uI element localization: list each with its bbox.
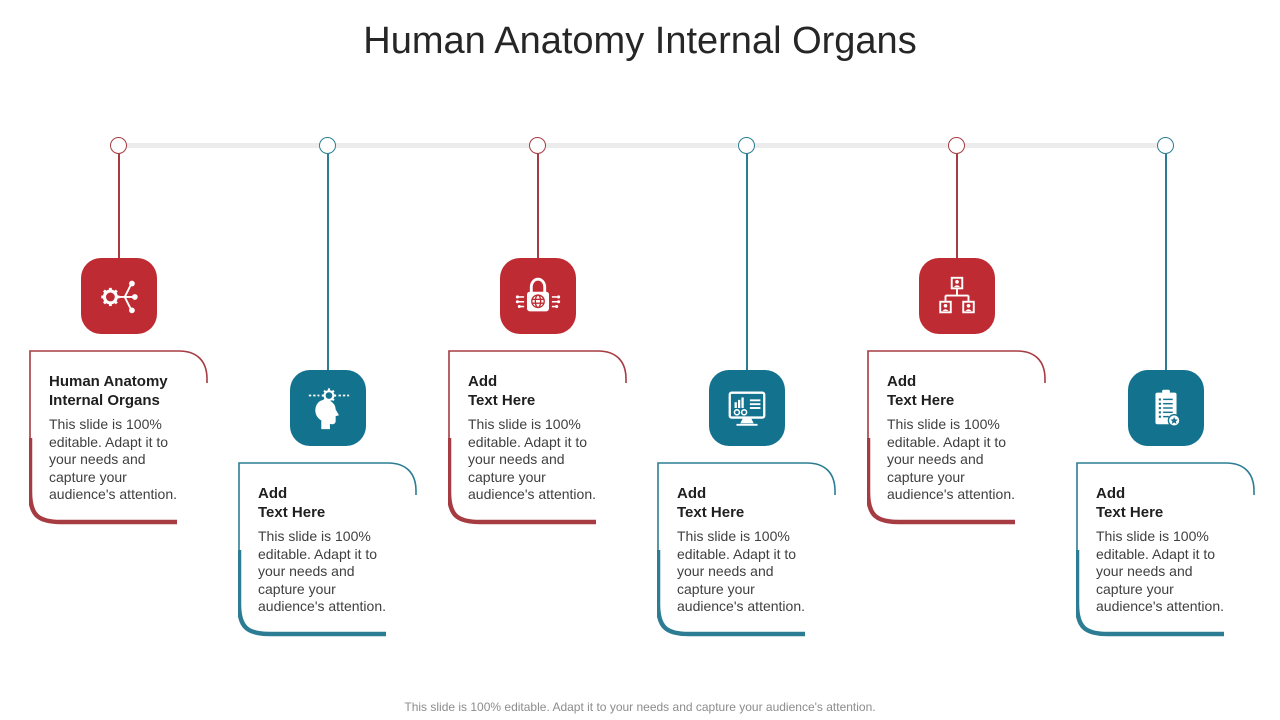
card-border-shape <box>867 350 1046 525</box>
clipboard-star-icon <box>1143 385 1189 431</box>
card-heading-line1: Human Anatomy <box>49 373 168 390</box>
text-card: Add Text Here This slide is 100% editabl… <box>867 350 1047 530</box>
text-card: Add Text Here This slide is 100% editabl… <box>657 462 837 642</box>
text-card: Human Anatomy Internal Organs This slide… <box>29 350 209 530</box>
icon-tile <box>919 258 995 334</box>
card-body: This slide is 100% editable. Adapt it to… <box>258 528 386 614</box>
connector-line <box>746 154 748 370</box>
card-body: This slide is 100% editable. Adapt it to… <box>1096 528 1224 614</box>
card-heading-line1: Add <box>258 485 288 502</box>
slide-title: Human Anatomy Internal Organs <box>363 20 917 62</box>
connector-line <box>118 154 120 258</box>
timeline-item-1: Human Anatomy Internal Organs This slide… <box>29 137 209 647</box>
card-border-shape <box>1076 462 1255 637</box>
org-chart-icon <box>934 273 980 319</box>
timeline-node <box>319 137 336 154</box>
cyber-lock-icon <box>515 273 561 319</box>
timeline-node <box>738 137 755 154</box>
timeline-item-3: Add Text Here This slide is 100% editabl… <box>448 137 628 647</box>
card-heading-line2: Text Here <box>677 504 745 521</box>
footer-note: This slide is 100% editable. Adapt it to… <box>404 700 876 714</box>
timeline-node <box>110 137 127 154</box>
card-heading: Add Text Here <box>258 484 408 522</box>
timeline-rail <box>119 143 1166 148</box>
card-heading-line1: Add <box>468 373 498 390</box>
card-border-shape <box>29 350 208 525</box>
icon-tile <box>81 258 157 334</box>
card-heading: Add Text Here <box>1096 484 1246 522</box>
card-body: This slide is 100% editable. Adapt it to… <box>887 416 1015 502</box>
card-border-shape <box>238 462 417 637</box>
card-heading-line1: Add <box>887 373 917 390</box>
share-network-gear-icon <box>96 273 142 319</box>
card-heading-line1: Add <box>677 485 707 502</box>
connector-line <box>1165 154 1167 370</box>
card-body: This slide is 100% editable. Adapt it to… <box>468 416 596 502</box>
card-body: This slide is 100% editable. Adapt it to… <box>677 528 805 614</box>
mind-gear-icon <box>305 385 351 431</box>
icon-tile <box>709 370 785 446</box>
timeline-item-4: Add Text Here This slide is 100% editabl… <box>657 137 837 647</box>
card-heading: Add Text Here <box>468 372 618 410</box>
card-border-shape <box>448 350 627 525</box>
icon-tile <box>1128 370 1204 446</box>
card-heading: Add Text Here <box>677 484 827 522</box>
card-heading: Human Anatomy Internal Organs <box>49 372 199 410</box>
card-heading: Add Text Here <box>887 372 1037 410</box>
card-heading-line2: Text Here <box>258 504 326 521</box>
timeline-item-2: Add Text Here This slide is 100% editabl… <box>238 137 418 647</box>
timeline-node <box>948 137 965 154</box>
card-heading-line2: Internal Organs <box>49 392 160 409</box>
timeline-node <box>1157 137 1174 154</box>
icon-tile <box>290 370 366 446</box>
timeline-item-6: Add Text Here This slide is 100% editabl… <box>1076 137 1256 647</box>
timeline-item-5: Add Text Here This slide is 100% editabl… <box>867 137 1047 647</box>
card-heading-line1: Add <box>1096 485 1126 502</box>
text-card: Add Text Here This slide is 100% editabl… <box>448 350 628 530</box>
card-body: This slide is 100% editable. Adapt it to… <box>49 416 177 502</box>
timeline-node <box>529 137 546 154</box>
icon-tile <box>500 258 576 334</box>
connector-line <box>956 154 958 258</box>
card-heading-line2: Text Here <box>887 392 955 409</box>
dashboard-monitor-icon <box>724 385 770 431</box>
text-card: Add Text Here This slide is 100% editabl… <box>1076 462 1256 642</box>
connector-line <box>327 154 329 370</box>
connector-line <box>537 154 539 258</box>
card-heading-line2: Text Here <box>1096 504 1164 521</box>
card-border-shape <box>657 462 836 637</box>
text-card: Add Text Here This slide is 100% editabl… <box>238 462 418 642</box>
card-heading-line2: Text Here <box>468 392 536 409</box>
